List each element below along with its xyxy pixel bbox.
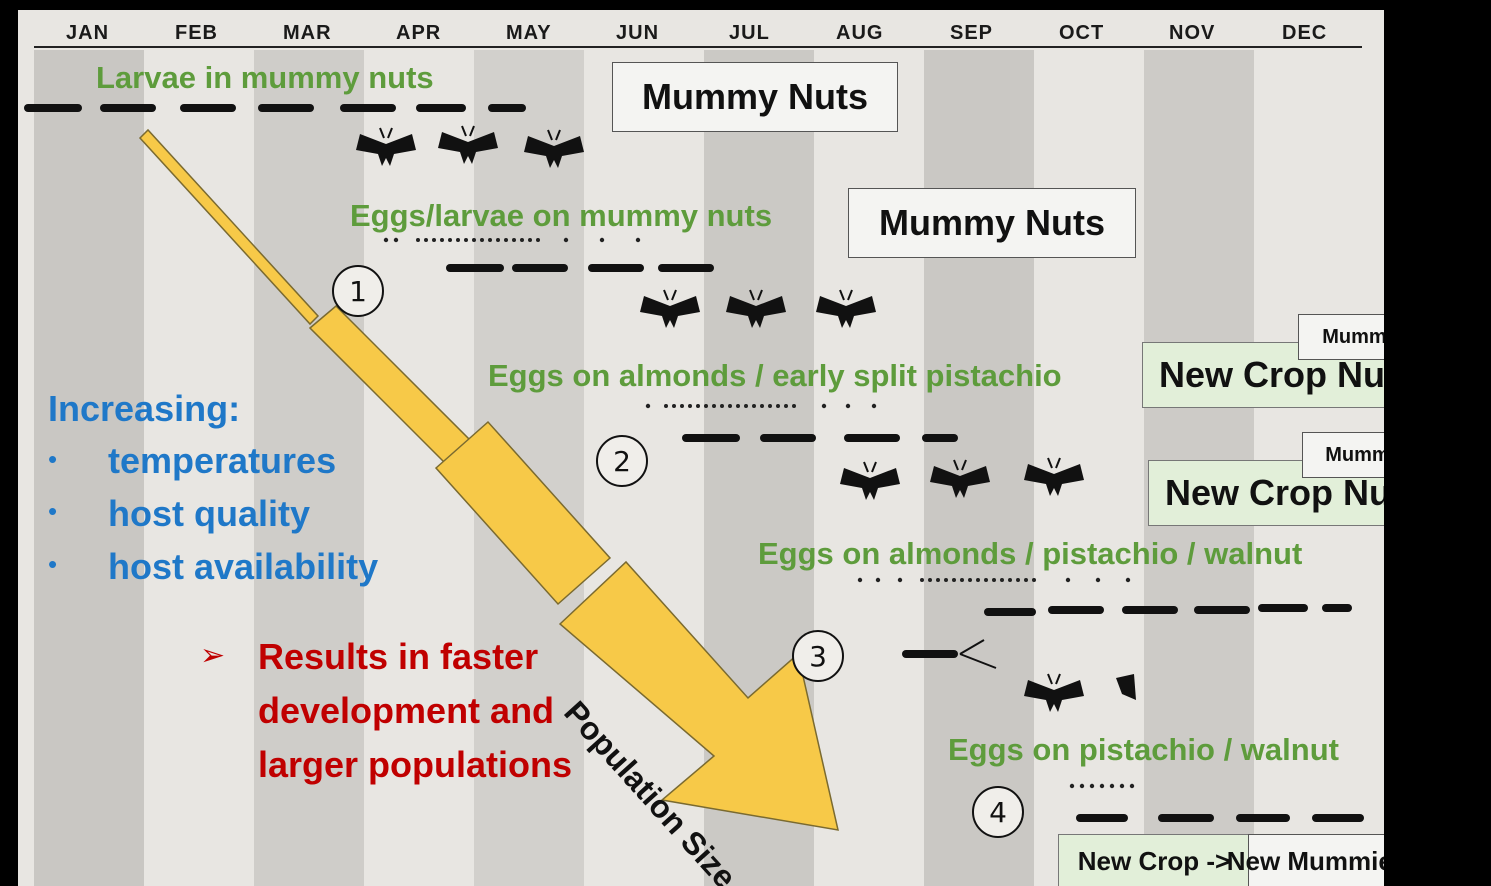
box-new-mummies: New Mummies	[1248, 834, 1384, 886]
generation-marker: 1	[332, 265, 384, 317]
moth-icons-1	[356, 126, 584, 168]
increasing-item: host quality	[108, 493, 310, 535]
label-eggs-pistachio-walnut: Eggs on pistachio / walnut	[948, 732, 1339, 768]
larvae-dashes-1	[446, 264, 714, 272]
results-line: larger populations	[258, 744, 572, 786]
egg-dots-1	[384, 238, 640, 242]
diagram-canvas: JAN FEB MAR APR MAY JUN JUL AUG SEP OCT …	[18, 10, 1384, 886]
increasing-item: host availability	[108, 546, 378, 588]
box-mummy-nuts-2: Mummy Nuts	[848, 188, 1136, 258]
bullet-icon: •	[48, 444, 57, 475]
generation-marker: 3	[792, 630, 844, 682]
label-eggs-almonds-early: Eggs on almonds / early split pistachio	[488, 358, 1062, 394]
moth-icons-3	[840, 458, 1084, 500]
egg-dots-3	[858, 578, 1130, 582]
box-mummy-nuts-small-1: Mummy Nuts	[1298, 314, 1384, 360]
generation-marker: 4	[972, 786, 1024, 838]
egg-dots-2	[646, 404, 876, 408]
egg-dots-4	[1070, 784, 1134, 788]
generation-marker: 2	[596, 435, 648, 487]
larvae-dashes-3	[902, 604, 1352, 668]
moth-icons-2	[640, 290, 876, 328]
bullet-icon: •	[48, 496, 57, 527]
increasing-item: temperatures	[108, 440, 336, 482]
box-mummy-nuts-small-2: Mummy Nuts	[1302, 432, 1384, 478]
increasing-heading: Increasing:	[48, 388, 240, 430]
results-line: Results in faster	[258, 636, 538, 678]
label-eggs-almonds-pistachio-walnut: Eggs on almonds / pistachio / walnut	[758, 536, 1302, 572]
larvae-dashes-2	[682, 434, 958, 442]
arrow-bullet-icon: ➢	[200, 638, 225, 673]
bullet-icon: •	[48, 549, 57, 580]
larvae-dashes-overwinter	[24, 104, 526, 112]
label-larvae-mummy: Larvae in mummy nuts	[96, 60, 434, 96]
box-new-crop-arrow: New Crop ->	[1058, 834, 1250, 886]
larvae-dashes-4	[1076, 814, 1364, 822]
moth-icons-4	[1024, 674, 1136, 712]
box-mummy-nuts-1: Mummy Nuts	[612, 62, 898, 132]
label-eggs-larvae-mummy: Eggs/larvae on mummy nuts	[350, 198, 772, 234]
results-line: development and	[258, 690, 554, 732]
